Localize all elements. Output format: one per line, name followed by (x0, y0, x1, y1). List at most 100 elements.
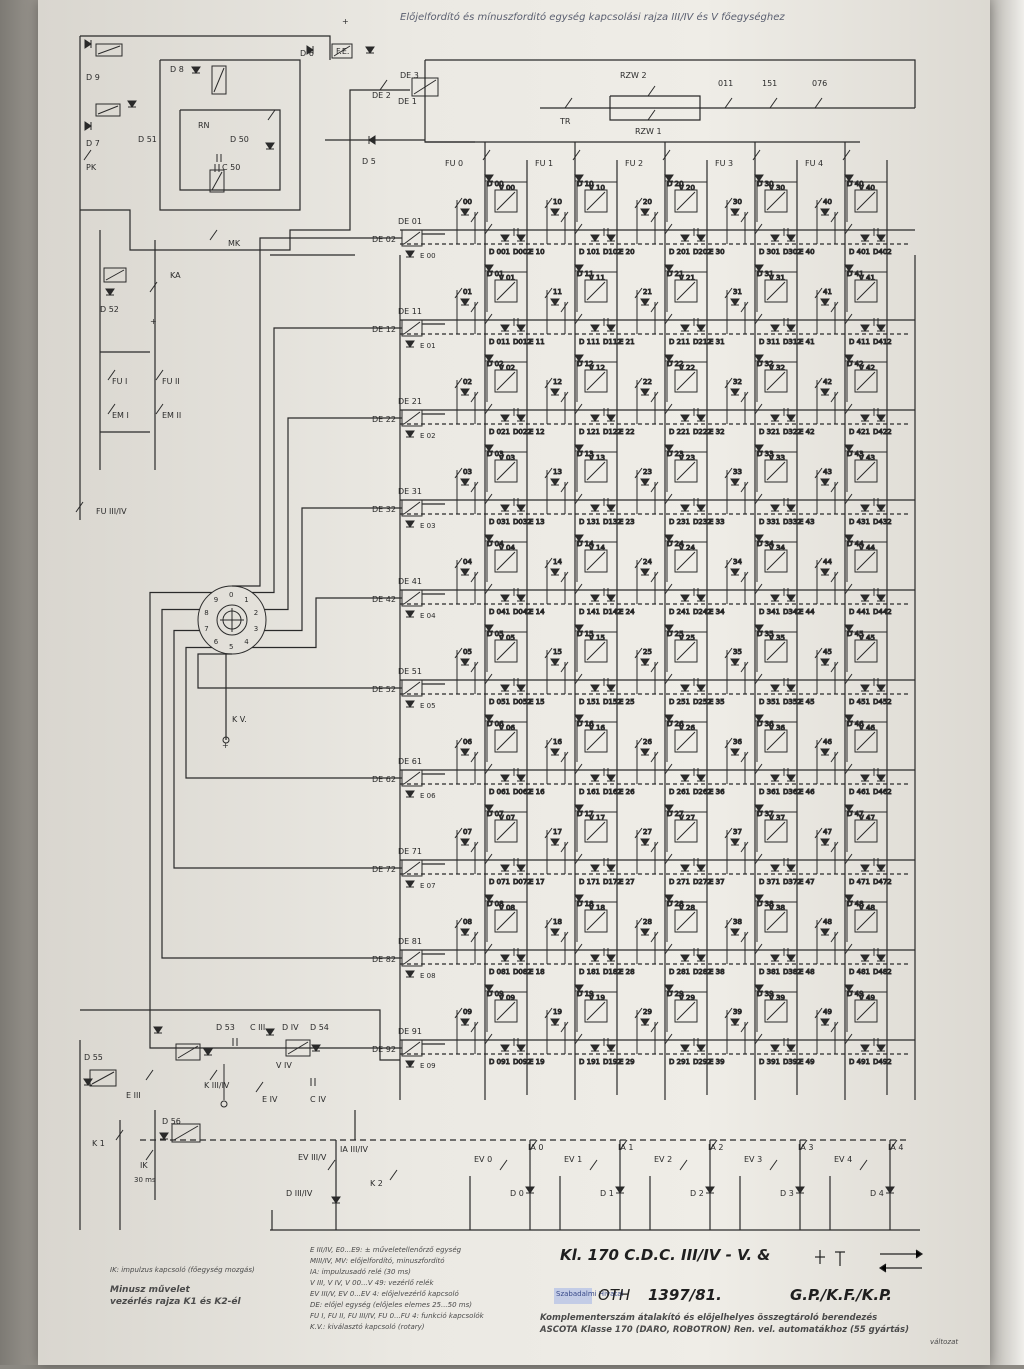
cell-diode-label: D322 (783, 428, 802, 436)
label-k1: K 1 (92, 1139, 105, 1148)
ev-switch-icon (679, 1159, 688, 1171)
relay-coil-icon (584, 279, 608, 303)
diode-icon (860, 504, 870, 512)
cell-diode-label: D352 (783, 698, 802, 706)
label-076: 076 (812, 79, 827, 88)
row-de-a-label: DE 01 (398, 217, 422, 226)
d-diode-icon (705, 1186, 715, 1194)
capacitor-icon (873, 228, 879, 236)
cell-diode-label: D 111 (579, 338, 600, 346)
switch-contact-icon (664, 673, 673, 685)
diode-icon (680, 864, 690, 872)
cell-diode-label: D092 (513, 1058, 532, 1066)
cell-relay-label: V 43 (859, 454, 875, 462)
cell-diode-label: D 291 (669, 1058, 690, 1066)
label-c50: C 50 (222, 163, 240, 172)
diode-icon (730, 298, 740, 306)
wall-background-right (990, 0, 1024, 1365)
diode-icon (159, 1132, 169, 1140)
diode-icon (460, 838, 470, 846)
cell-e-label: E 48 (799, 968, 815, 976)
cell-diode-label: D062 (513, 788, 532, 796)
cell-relay-label: V 36 (769, 724, 785, 732)
diode-icon (844, 444, 854, 452)
relay-coil-icon (494, 189, 518, 213)
cell-diode-label: D 071 (489, 878, 510, 886)
label-ia-iiiv: IA III/IV (340, 1145, 369, 1154)
switch-contact-icon (209, 229, 218, 241)
cell-relay-label: V 32 (769, 364, 785, 372)
switch-contact-icon (454, 737, 463, 749)
diode-icon (460, 208, 470, 216)
switch-contact-icon (574, 403, 583, 415)
cell-diode-label: D 171 (579, 878, 600, 886)
cell-diode-label: D 241 (669, 608, 690, 616)
diode-icon (754, 624, 764, 632)
cell-diode-label: D 051 (489, 698, 510, 706)
relay-coil-icon (401, 499, 423, 517)
row-de-b-label: DE 12 (372, 325, 396, 334)
cell-diode-label: D 30 (757, 180, 774, 188)
ia-switch-icon (889, 1139, 898, 1151)
relay-coil-icon (764, 639, 788, 663)
cell-index-label: 15 (553, 648, 562, 656)
relay-coil-icon (584, 999, 608, 1023)
cell-diode-label: D332 (783, 518, 802, 526)
fu-label: FU 0 (445, 159, 463, 168)
switch-contact-icon (484, 1033, 493, 1045)
switch-contact-icon (724, 557, 733, 569)
cell-diode-label: D 35 (757, 630, 774, 638)
switch-contact-icon (484, 313, 493, 325)
row-de-b-label: DE 52 (372, 685, 396, 694)
cell-diode-label: D 46 (847, 720, 864, 728)
de-diode-icon (405, 610, 415, 618)
relay-coil-icon (401, 229, 423, 247)
diode-icon (696, 864, 706, 872)
diode-icon (696, 1044, 706, 1052)
row-e-label: E 05 (420, 702, 436, 710)
cell-diode-label: D432 (873, 518, 892, 526)
capacitor-icon (783, 768, 789, 776)
capacitor-icon (214, 164, 220, 172)
diode-icon (664, 174, 674, 182)
capacitor-icon (873, 1038, 879, 1046)
label-e-iv: E IV (262, 1095, 278, 1104)
diode-icon (754, 264, 764, 272)
cell-diode-label: D 22 (667, 360, 684, 368)
cell-diode-label: D 061 (489, 788, 510, 796)
cell-diode-label: D442 (873, 608, 892, 616)
cell-diode-label: D 48 (847, 900, 864, 908)
cell-relay-label: V 10 (589, 184, 605, 192)
capacitor-icon (693, 408, 699, 416)
ia-switch-icon (529, 1139, 538, 1151)
diode-icon (484, 984, 494, 992)
row-de-a-label: DE 51 (398, 667, 422, 676)
diode-icon (590, 774, 600, 782)
cell-diode-label: D 44 (847, 540, 864, 548)
cell-relay-label: V 09 (499, 994, 515, 1002)
cell-diode-label: D 331 (759, 518, 780, 526)
capacitor-icon (693, 768, 699, 776)
switch-contact-icon (145, 1149, 154, 1161)
cell-diode-label: D 13 (577, 450, 594, 458)
cell-diode-label: D382 (783, 968, 802, 976)
switch-contact-icon (149, 281, 158, 293)
cell-relay-label: V 49 (859, 994, 875, 1002)
diode-icon (680, 954, 690, 962)
capacitor-icon (513, 228, 519, 236)
diode-icon (590, 594, 600, 602)
cell-index-label: 41 (823, 288, 832, 296)
diode-icon (500, 234, 510, 242)
switch-contact-icon (544, 737, 553, 749)
diode-icon (770, 324, 780, 332)
switch-contact-icon (754, 853, 763, 865)
diode-icon (590, 504, 600, 512)
diode-icon (820, 388, 830, 396)
cell-diode-label: D 00 (487, 180, 504, 188)
diode-icon (590, 684, 600, 692)
